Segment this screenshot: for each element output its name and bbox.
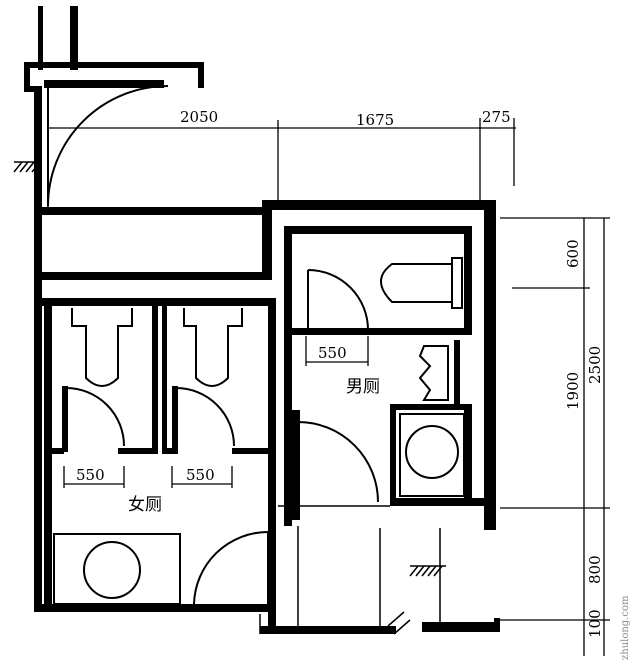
walls xyxy=(24,6,500,634)
dim-right-600: 600 xyxy=(564,239,582,268)
dim-right-800: 800 xyxy=(586,555,604,584)
thin-lines xyxy=(39,86,441,634)
women-room-label: 女厕 xyxy=(128,495,162,515)
watermark: zhulong.com xyxy=(620,595,631,660)
men-stall-width: 550 xyxy=(318,344,347,362)
dim-right-100: 100 xyxy=(586,609,604,638)
dim-top-1675: 1675 xyxy=(356,111,394,129)
women-stall-left-door xyxy=(65,387,125,447)
women-stall-right-width: 550 xyxy=(186,466,215,484)
women-entry-door-arc xyxy=(193,531,269,605)
women-stall-right-door xyxy=(175,387,235,447)
dim-right-2500: 2500 xyxy=(586,346,604,384)
women-stall-left-width: 550 xyxy=(76,466,105,484)
men-toilet xyxy=(380,263,453,303)
dim-right-1900: 1900 xyxy=(564,372,582,410)
ground-hatch xyxy=(13,161,446,635)
dimension-lines xyxy=(48,118,610,656)
men-stall-door xyxy=(307,269,369,331)
women-basin xyxy=(53,533,181,605)
entry-door-arc xyxy=(47,85,169,207)
men-urinal xyxy=(418,345,449,401)
dim-top-275: 275 xyxy=(482,108,511,126)
men-basin xyxy=(399,413,465,497)
men-room-label: 男厕 xyxy=(346,377,380,397)
doors xyxy=(47,85,379,605)
fixtures xyxy=(53,257,465,605)
men-entry-door xyxy=(297,421,379,503)
women-toilet-right xyxy=(183,308,243,387)
women-toilet-left xyxy=(71,308,133,387)
women-basin-bowl xyxy=(83,541,141,599)
men-basin-bowl xyxy=(405,425,459,479)
dim-top-2050: 2050 xyxy=(180,108,218,126)
